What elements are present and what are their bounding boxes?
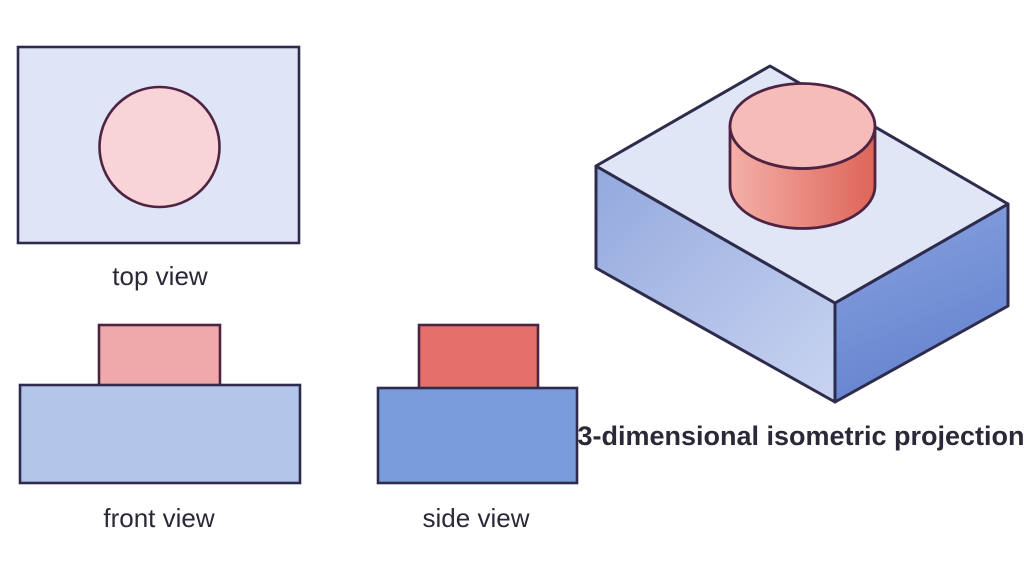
isometric-title: 3-dimensional isometric projection [577,421,1024,451]
front-view-cylinder-rect [97,323,222,389]
front-view-label: front view [103,503,214,533]
iso-cylinder-top [728,82,877,170]
top-view-group: top view [16,45,301,291]
front-view-group: front view [18,323,302,533]
side-view-cylinder-rect [417,323,540,393]
side-view-group: side view [376,323,579,533]
side-view-label: side view [423,503,530,533]
front-view-base-rect [18,383,302,485]
top-view-label: top view [112,261,208,291]
side-view-base-rect [376,386,579,485]
isometric-group: 3-dimensional isometric projection [577,64,1024,451]
top-view-cylinder-circle [98,85,221,209]
